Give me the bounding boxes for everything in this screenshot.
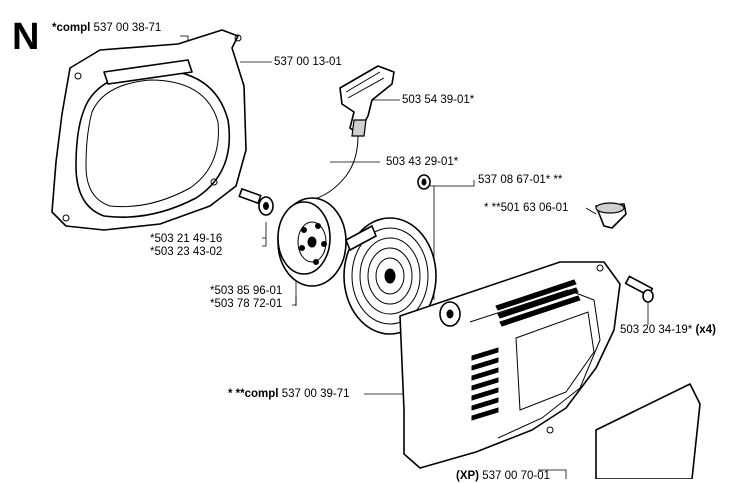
bolt (624, 275, 654, 303)
recoil-spring (343, 217, 437, 335)
label-bolt: 503 20 34-19* (x4) (620, 324, 716, 336)
label-washer-b: *503 23 43-02 (150, 246, 223, 258)
section-letter: N (12, 16, 40, 58)
partial-lower-part (595, 383, 701, 479)
housing-frame (51, 29, 247, 231)
label-housing: 537 00 13-01 (274, 56, 342, 68)
starter-handle (339, 65, 395, 137)
label-washer-a: *503 21 49-16 (150, 233, 223, 245)
leader-lines (180, 35, 649, 479)
label-cord: 503 43 29-01* (386, 156, 459, 168)
label-housing-compl: *compl 537 00 38-71 (52, 22, 162, 34)
plug (595, 202, 627, 229)
label-screw-small: 537 08 67-01* ** (478, 174, 563, 186)
small-screw (417, 174, 431, 190)
label-handle: 503 54 39-01* (402, 94, 475, 106)
label-pulley-b: *503 78 72-01 (210, 298, 283, 310)
starter-cover (399, 261, 621, 469)
label-pulley-a: *503 85 96-01 (210, 285, 283, 297)
starter-cord (309, 135, 359, 201)
screw-washer-left (238, 188, 274, 216)
starter-pulley (277, 197, 347, 287)
label-cover-compl: * **compl 537 00 39-71 (228, 388, 350, 400)
label-plug: * **501 63 06-01 (484, 202, 569, 214)
label-bottom-partial: (XP) 537 00 70-01 (456, 470, 550, 482)
